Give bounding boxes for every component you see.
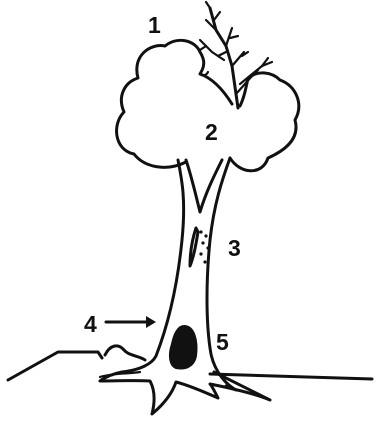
trunk-cavity <box>170 326 197 369</box>
tree-roots <box>100 372 270 414</box>
pointer-arrow <box>106 316 156 328</box>
label-5: 5 <box>216 329 229 355</box>
dead-branches <box>200 2 272 108</box>
label-1: 1 <box>148 12 161 38</box>
label-2: 2 <box>205 119 218 145</box>
label-4: 4 <box>84 311 97 337</box>
label-3: 3 <box>228 235 241 261</box>
tree-crown <box>117 40 299 170</box>
